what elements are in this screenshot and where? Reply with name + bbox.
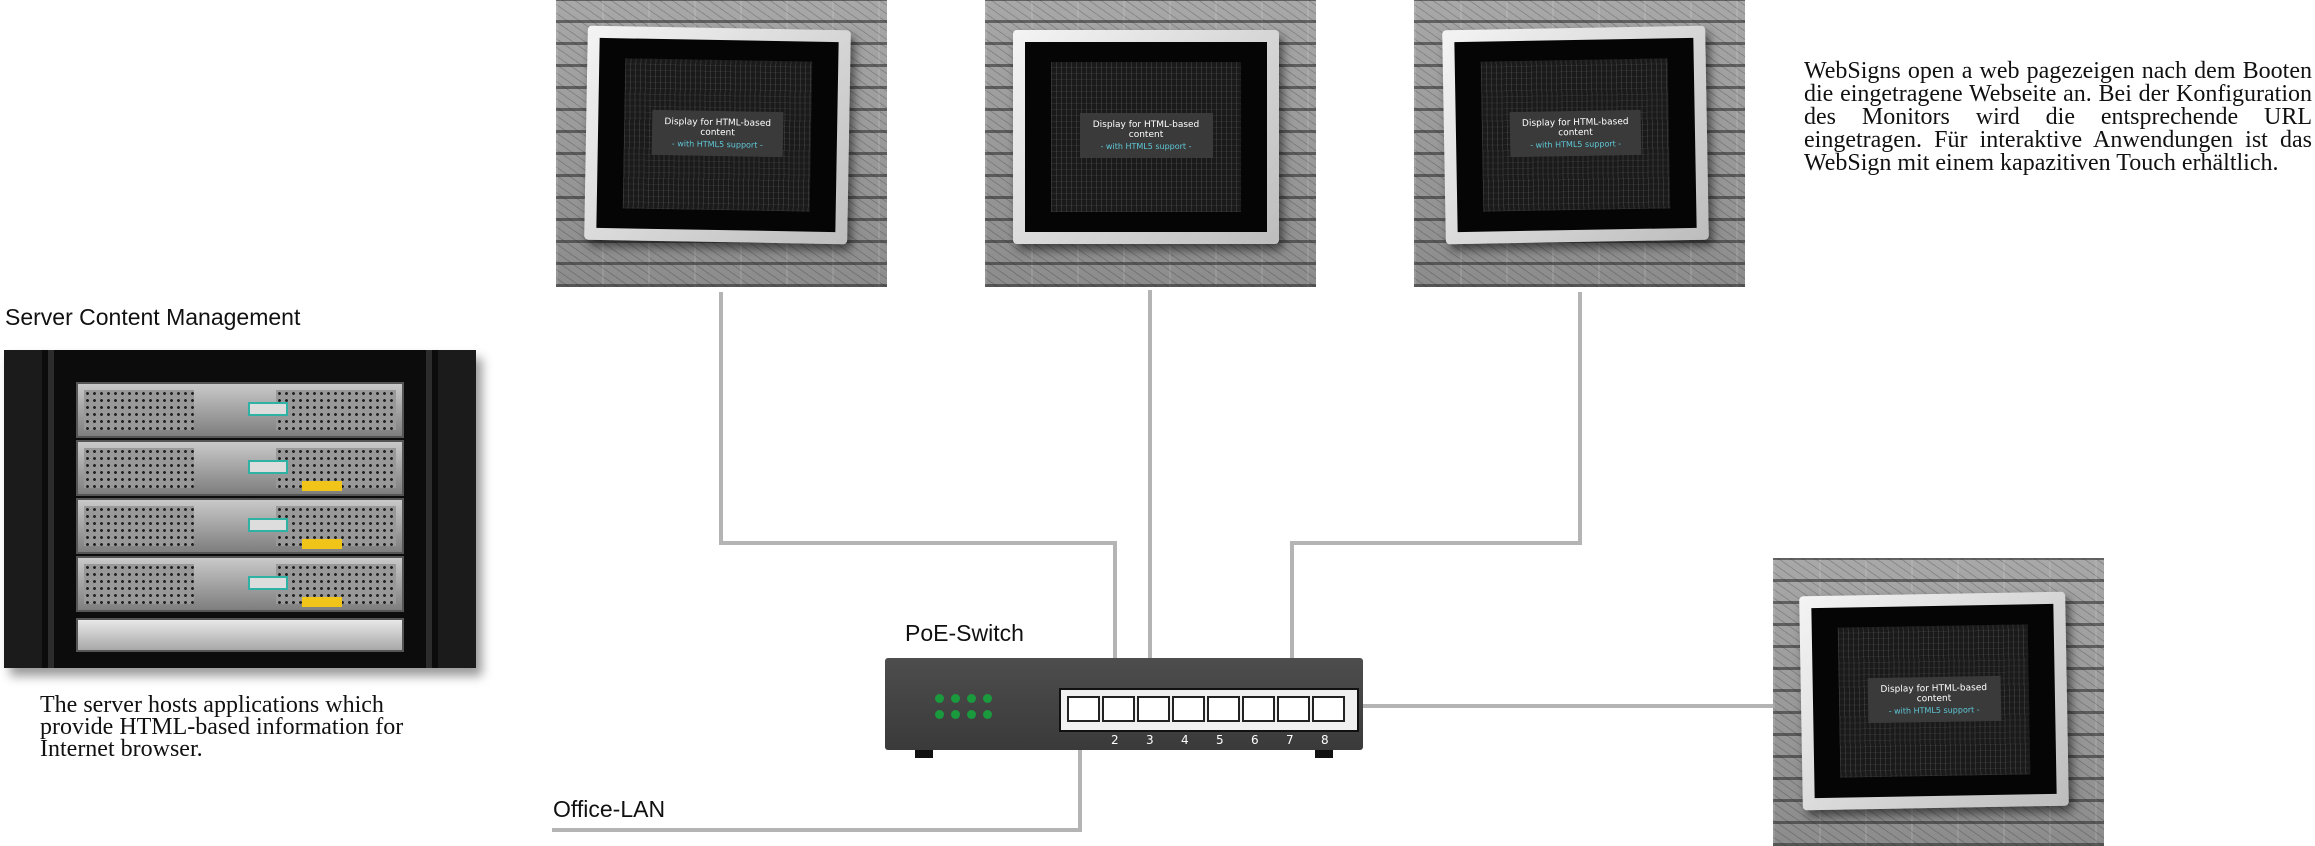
status-led xyxy=(935,710,944,719)
websign-display-3: Display for HTML-based content - with HT… xyxy=(1414,0,1745,287)
display-2-subtext: - with HTML5 support - xyxy=(1101,142,1192,151)
switch-port xyxy=(1242,696,1275,722)
port-number: 2 xyxy=(1111,733,1119,747)
switch-port xyxy=(1172,696,1205,722)
websign-display-2: Display for HTML-based content - with HT… xyxy=(985,0,1316,287)
server-rack-image xyxy=(4,350,476,668)
cable-display-3 xyxy=(1292,292,1580,700)
status-led xyxy=(951,710,960,719)
display-2-text: Display for HTML-based content xyxy=(1080,120,1213,140)
status-led xyxy=(967,710,976,719)
switch-port xyxy=(1102,696,1135,722)
status-led xyxy=(967,694,976,703)
display-3-subtext: - with HTML5 support - xyxy=(1530,139,1621,150)
websign-display-4: Display for HTML-based content - with HT… xyxy=(1773,558,2104,846)
switch-port xyxy=(1312,696,1345,722)
server-title: Server Content Management xyxy=(5,304,300,331)
server-description: The server hosts applications which prov… xyxy=(40,694,445,760)
display-1-subtext: - with HTML5 support - xyxy=(672,139,763,150)
switch-port-panel xyxy=(1059,688,1359,732)
display-1-text: Display for HTML-based content xyxy=(652,117,783,139)
status-led xyxy=(935,694,944,703)
port-number: 8 xyxy=(1321,733,1329,747)
switch-port xyxy=(1067,696,1100,722)
switch-port xyxy=(1277,696,1310,722)
display-3-text: Display for HTML-based content xyxy=(1510,117,1641,139)
port-number: 4 xyxy=(1181,733,1189,747)
status-led xyxy=(983,710,992,719)
port-number: 5 xyxy=(1216,733,1224,747)
websign-display-1: Display for HTML-based content - with HT… xyxy=(556,0,887,287)
office-lan-label: Office-LAN xyxy=(553,796,665,823)
port-number: 7 xyxy=(1286,733,1294,747)
port-number: 3 xyxy=(1146,733,1154,747)
poe-switch: 2 3 4 5 6 7 8 xyxy=(885,658,1363,750)
switch-port xyxy=(1207,696,1240,722)
display-4-text: Display for HTML-based content xyxy=(1867,683,2000,705)
websign-description: WebSigns open a web pagezeigen nach dem … xyxy=(1804,60,2312,175)
port-number: 6 xyxy=(1251,733,1259,747)
status-led xyxy=(951,694,960,703)
display-4-subtext: - with HTML5 support - xyxy=(1889,705,1980,716)
status-led xyxy=(983,694,992,703)
switch-label: PoE-Switch xyxy=(905,620,1024,647)
switch-port xyxy=(1137,696,1170,722)
